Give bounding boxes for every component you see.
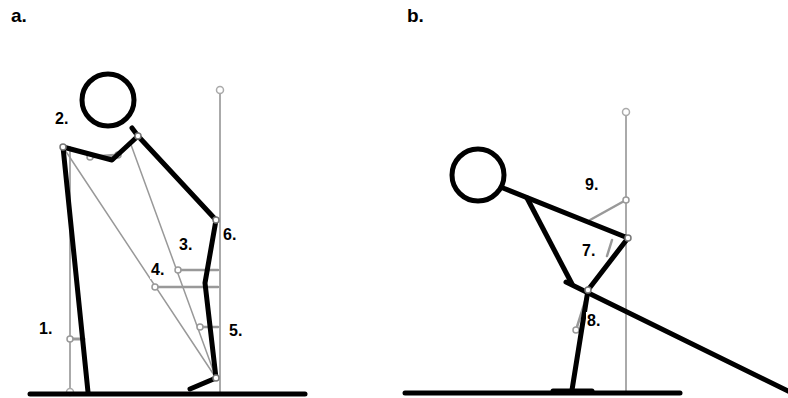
- leg: [190, 220, 216, 389]
- marker: [67, 336, 73, 342]
- measure-line: [155, 286, 218, 289]
- arm: [527, 198, 572, 284]
- torso: [503, 188, 628, 238]
- marker: [217, 87, 224, 94]
- panel-label: b.: [406, 6, 425, 27]
- angle-mark: [607, 240, 612, 256]
- callout-number: 8.: [586, 312, 601, 330]
- callout-number: 5.: [228, 322, 243, 340]
- leg: [572, 238, 628, 390]
- ground-line: [405, 391, 680, 396]
- callout-number: 7.: [581, 242, 596, 260]
- head: [452, 149, 504, 201]
- panel-label: a.: [10, 6, 28, 27]
- reference-line: [63, 147, 216, 378]
- torso: [132, 128, 216, 220]
- callout-number: 1.: [38, 320, 53, 338]
- angle-mark: [590, 200, 626, 220]
- reference-line: [69, 147, 71, 392]
- reference-line: [130, 142, 216, 378]
- callout-number: 3.: [178, 236, 193, 254]
- callout-number: 2.: [54, 110, 69, 128]
- plumb-line: [219, 90, 221, 392]
- callout-number: 4.: [150, 261, 165, 279]
- pole: [566, 282, 788, 392]
- ground-line: [30, 392, 305, 397]
- plumb-line: [625, 112, 627, 392]
- measure-line: [178, 269, 218, 272]
- walking-pole: [63, 147, 88, 392]
- head: [82, 74, 134, 126]
- arm: [63, 136, 138, 160]
- foot: [553, 389, 592, 394]
- callout-number: 6.: [222, 226, 237, 244]
- callout-number: 9.: [584, 176, 599, 194]
